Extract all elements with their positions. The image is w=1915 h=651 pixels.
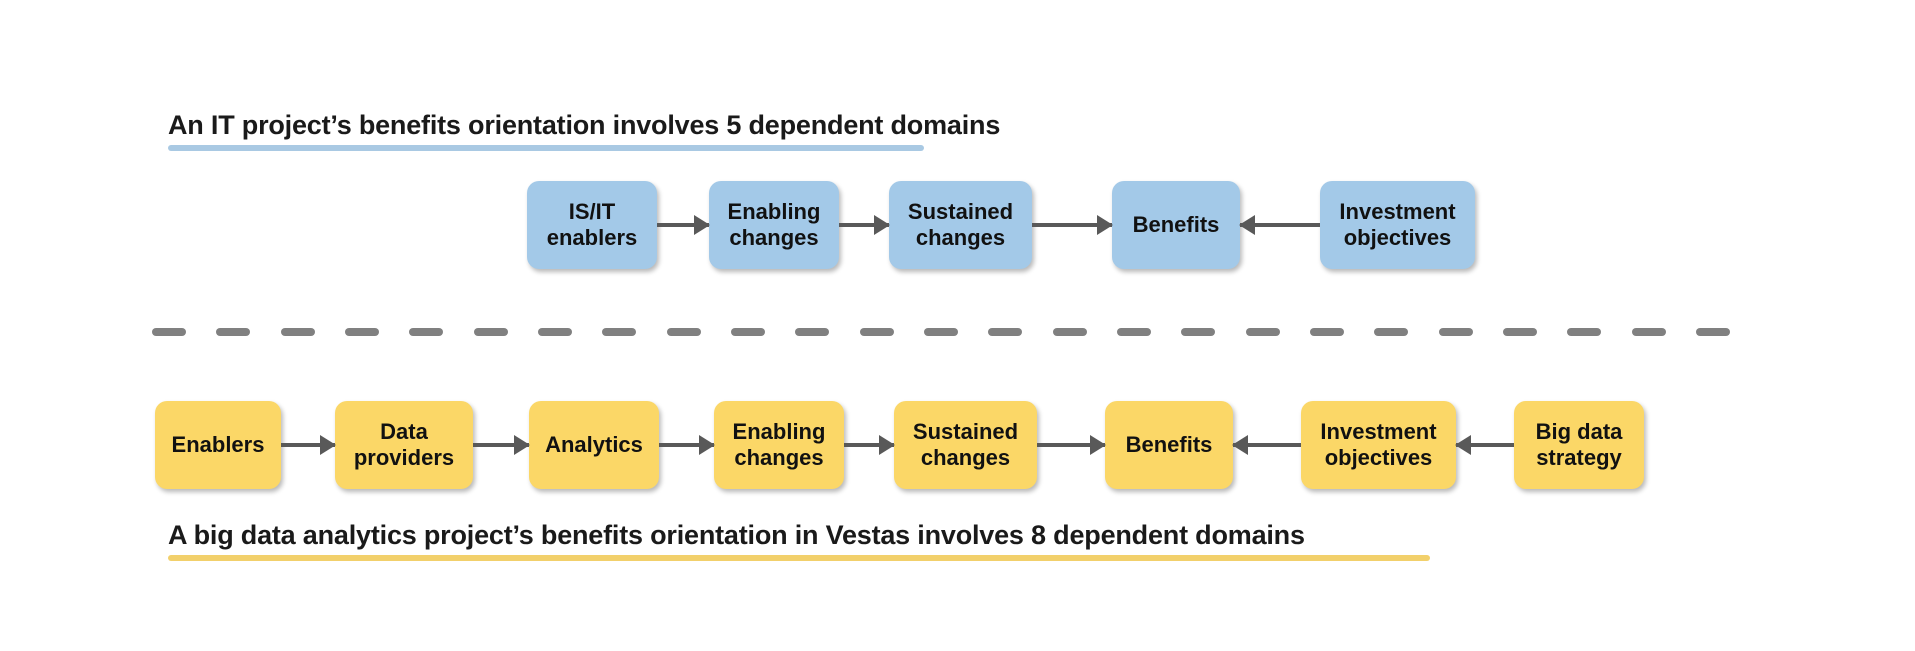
arrow-head-right-icon (514, 435, 530, 455)
node-analytics[interactable]: Analytics (529, 401, 659, 489)
divider-dash (152, 328, 186, 336)
divider-dash (1117, 328, 1151, 336)
section-divider (152, 328, 1730, 336)
node-investment-objectives[interactable]: Investment objectives (1320, 181, 1475, 269)
arrow-shaft (1037, 435, 1106, 455)
node-label: Data providers (353, 419, 455, 470)
arrow-head-right-icon (879, 435, 895, 455)
node-label: Enablers (171, 432, 265, 458)
arrow-head-right-icon (1097, 215, 1113, 235)
arrow-sustained-changes-to-benefits (1037, 435, 1106, 455)
divider-dash (1245, 328, 1280, 336)
flow-row-big-data: Enablers Data providers Analytics Enabling … (155, 390, 1644, 500)
node-label: Investment objectives (1339, 199, 1456, 250)
divider-dash (216, 328, 251, 336)
node-label: Sustained changes (912, 419, 1019, 470)
arrow-head-right-icon (699, 435, 715, 455)
node-enablers[interactable]: Enablers (155, 401, 281, 489)
node-enabling-changes[interactable]: Enabling changes (714, 401, 844, 489)
arrow-head-right-icon (874, 215, 890, 235)
node-label: Enabling changes (732, 419, 826, 470)
node-label: Benefits (1132, 212, 1220, 238)
arrow-head-right-icon (320, 435, 336, 455)
node-data-providers[interactable]: Data providers (335, 401, 473, 489)
arrow-analytics-to-enabling-changes (659, 435, 715, 455)
divider-dash (409, 328, 444, 336)
arrow-shaft (839, 215, 890, 235)
arrow-shaft (659, 435, 715, 455)
node-sustained-changes[interactable]: Sustained changes (894, 401, 1037, 489)
arrow-shaft (473, 435, 530, 455)
divider-dash (1503, 328, 1537, 336)
arrow-shaft (844, 435, 895, 455)
node-label: Enabling changes (727, 199, 821, 250)
arrow-shaft (281, 435, 336, 455)
divider-dash (795, 328, 830, 336)
node-big-data-strategy[interactable]: Big data strategy (1514, 401, 1644, 489)
arrow-head-left-icon (1232, 435, 1248, 455)
arrow-big-data-strategy-to-investment-objectives (1455, 435, 1514, 455)
arrow-shaft (657, 215, 710, 235)
node-benefits[interactable]: Benefits (1105, 401, 1233, 489)
arrow-enabling-changes-to-sustained-changes (839, 215, 890, 235)
arrow-head-left-icon (1455, 435, 1471, 455)
node-sustained-changes[interactable]: Sustained changes (889, 181, 1032, 269)
arrow-shaft (1455, 435, 1514, 455)
page-title-it-project: An IT project’s benefits orientation inv… (168, 110, 1000, 146)
node-label: IS/IT enablers (546, 199, 638, 250)
arrow-head-right-icon (694, 215, 710, 235)
arrow-enabling-changes-to-sustained-changes (844, 435, 895, 455)
divider-dash (731, 328, 765, 336)
divider-dash (280, 328, 315, 336)
node-label: Investment objectives (1320, 419, 1437, 470)
arrow-shaft (1232, 435, 1301, 455)
page-title-big-data: A big data analytics project’s benefits … (168, 520, 1305, 556)
divider-dash (1567, 328, 1602, 336)
divider-dash (859, 328, 894, 336)
divider-dash (924, 328, 958, 336)
arrow-data-providers-to-analytics (473, 435, 530, 455)
node-label: Benefits (1125, 432, 1213, 458)
arrow-is-it-enablers-to-enabling-changes (657, 215, 710, 235)
arrow-investment-objectives-to-benefits (1239, 215, 1320, 235)
divider-dash (345, 328, 379, 336)
divider-dash (988, 328, 1023, 336)
divider-dash (473, 328, 508, 336)
divider-dash (1631, 328, 1666, 336)
divider-dash (1181, 328, 1216, 336)
node-investment-objectives[interactable]: Investment objectives (1301, 401, 1456, 489)
node-is-it-enablers[interactable]: IS/IT enablers (527, 181, 657, 269)
title-underline-it-project (168, 145, 924, 151)
arrow-head-right-icon (1090, 435, 1106, 455)
arrow-head-left-icon (1239, 215, 1255, 235)
arrow-enablers-to-data-providers (281, 435, 336, 455)
node-enabling-changes[interactable]: Enabling changes (709, 181, 839, 269)
divider-dash (1310, 328, 1344, 336)
node-label: Big data strategy (1535, 419, 1623, 470)
arrow-shaft (1239, 215, 1320, 235)
title-text-it-project: An IT project’s benefits orientation inv… (168, 110, 1001, 140)
divider-dash (1438, 328, 1473, 336)
divider-dash (666, 328, 701, 336)
arrow-investment-objectives-to-benefits (1232, 435, 1301, 455)
flow-row-it-project: IS/IT enablers Enabling changes Sustained … (527, 170, 1475, 280)
title-underline-big-data (168, 555, 1430, 561)
node-benefits[interactable]: Benefits (1112, 181, 1240, 269)
title-text-big-data: A big data analytics project’s benefits … (168, 520, 1305, 550)
divider-dash (538, 328, 572, 336)
node-label: Analytics (545, 432, 643, 458)
arrow-shaft (1032, 215, 1113, 235)
divider-dash (1052, 328, 1087, 336)
divider-dash (602, 328, 637, 336)
divider-dash (1374, 328, 1409, 336)
divider-dash (1696, 328, 1730, 336)
arrow-sustained-changes-to-benefits (1032, 215, 1113, 235)
node-label: Sustained changes (907, 199, 1014, 250)
